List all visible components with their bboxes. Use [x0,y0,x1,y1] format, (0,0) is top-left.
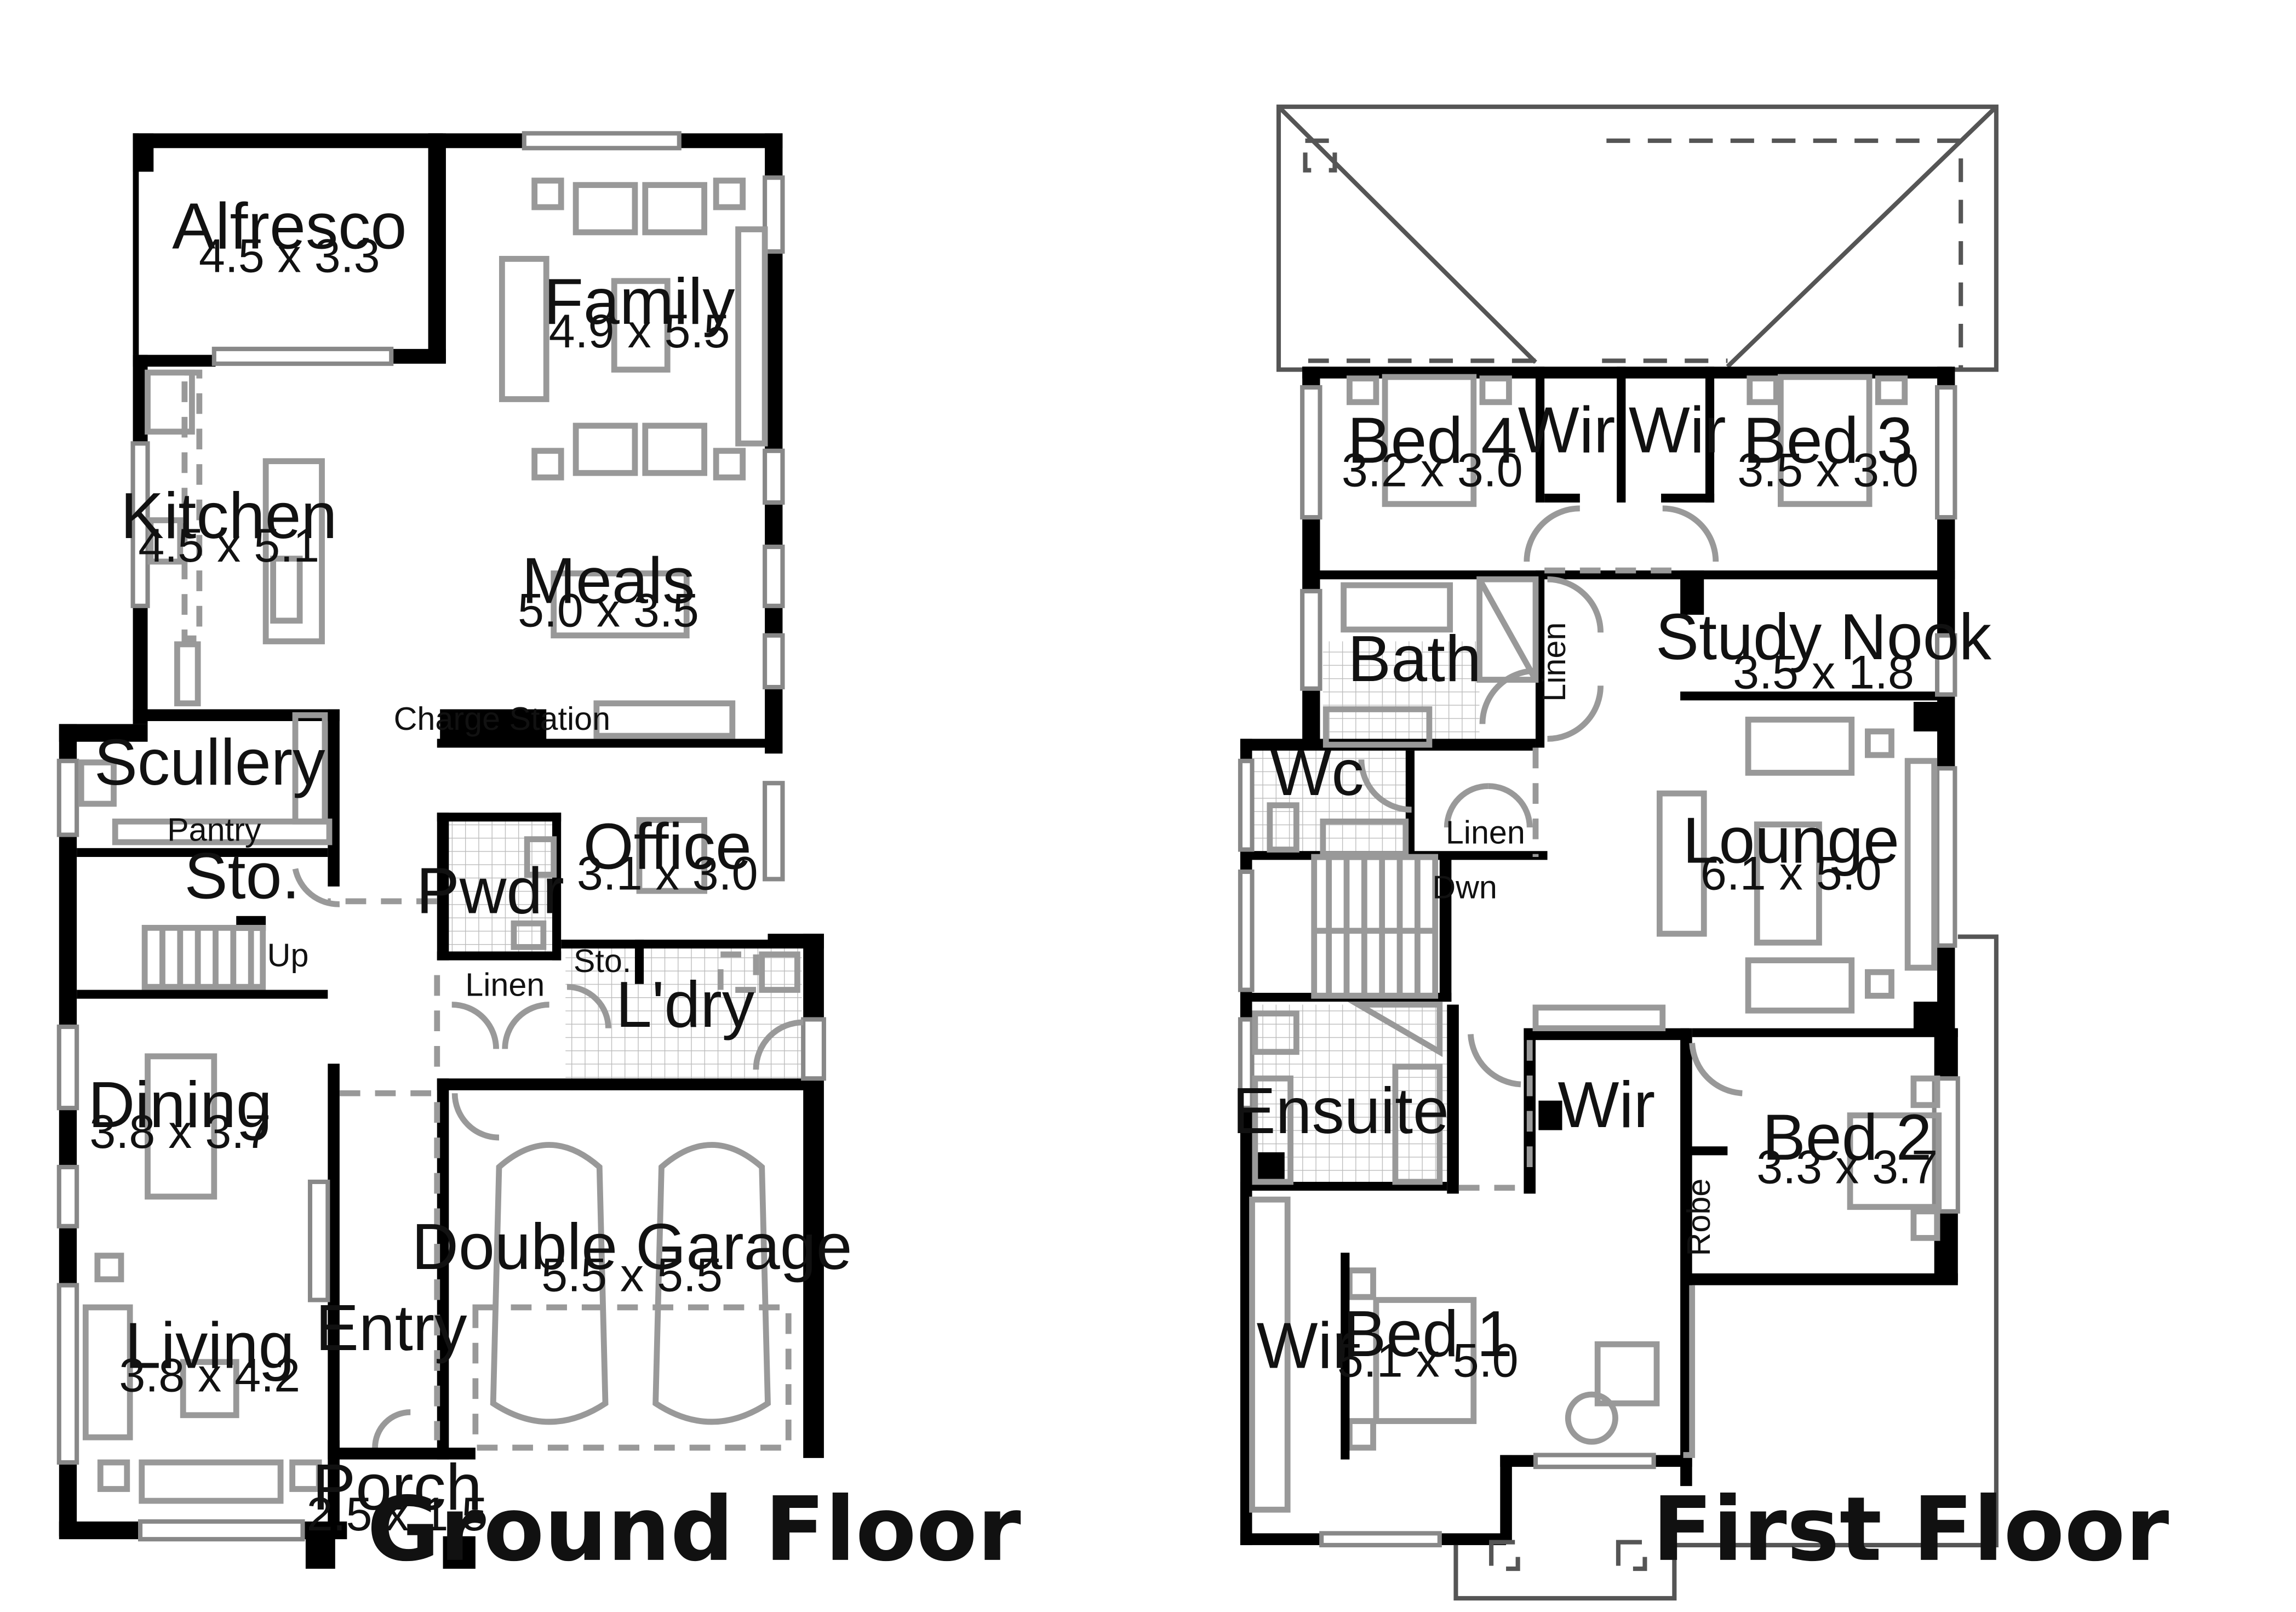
porch-dim: 2.5 x 1.5 [307,1488,488,1541]
wir-ensuite-label: Wir [1558,1069,1655,1141]
bath-label: Bath [1348,623,1481,695]
pantry-label: Pantry [167,811,261,848]
bed4-dim: 3.2 x 3.0 [1342,444,1523,496]
ensuite-label: Ensuite [1232,1075,1449,1147]
linen-wc-label: Linen [1446,814,1525,851]
first-floor-title: First Floor [1652,1478,2169,1581]
living-furniture [82,1253,322,1504]
linen-label: Linen [465,966,545,1003]
bed3-dim: 3.5 x 3.0 [1737,444,1919,496]
wc-label: Wc [1270,737,1364,809]
ground-stairs [141,924,266,990]
sto-label: Sto. [185,840,300,912]
kitchen-label: Kitchen [121,480,337,552]
bed1-dim: 5.1 x 5.0 [1337,1335,1519,1387]
porch-label: Porch [312,1451,482,1524]
meals-label: Meals [522,545,695,617]
up-label: Up [267,936,309,973]
lounge-furniture [1532,716,1938,1032]
dining-dim: 3.8 x 3.7 [89,1106,271,1158]
office-dim: 3.1 x 3.0 [577,847,758,900]
living-dim: 3.8 x 4.2 [119,1350,300,1402]
wir-bed3-label: Wir [1629,395,1726,467]
lounge-dim: 6.1 x 5.0 [1700,847,1882,900]
family-dim: 4.9 x 5.5 [549,305,730,358]
bed3-label: Bed 3 [1743,404,1913,477]
entry-label: Entry [316,1292,467,1364]
wir-bed4-label: Wir [1518,395,1616,467]
alfresco-label: Alfresco [172,191,406,263]
family-label: Family [543,266,735,338]
first-stairs [1311,854,1439,999]
dwn-label: Dwn [1432,868,1497,905]
wir-bed1-label: Wir [1257,1310,1354,1382]
family-furniture [499,178,768,739]
first-floor-plan: Bed 4 3.2 x 3.0 Wir Wir Bed 3 3.5 x 3.0 … [1232,104,2169,1601]
bed1-label: Bed 1 [1343,1298,1513,1370]
bed2-label: Bed 2 [1762,1101,1932,1174]
bed2-dim: 3.3 x 3.7 [1756,1141,1938,1194]
laundry-label: L'dry [616,969,755,1041]
roof-outline [1276,104,1999,372]
double-garage-dim: 5.5 x 5.5 [541,1249,723,1301]
office-label: Office [583,811,752,883]
linen-bath-label: Linen [1536,622,1572,702]
ground-floor-title: Ground Floor [367,1478,1021,1581]
robe-label: Robe [1680,1179,1717,1256]
pwdr-label: Pwdr [416,855,564,927]
alfresco-dim: 4.5 x 3.3 [199,230,380,283]
double-garage-label: Double Garage [411,1211,852,1283]
study-nook-label: Study Nook [1656,601,1992,673]
living-label: Living [125,1310,295,1382]
study-nook-dim: 3.5 x 1.8 [1733,647,1914,699]
sto-laundry-label: Sto. [574,942,631,979]
meals-dim: 5.0 x 3.5 [518,585,699,637]
kitchen-dim: 4.5 x 5.1 [138,519,319,572]
scullery-label: Scullery [94,727,325,799]
bed4-label: Bed 4 [1347,404,1517,477]
garage-cars [472,1142,792,1451]
charge-station-label: Charge Station [394,700,610,737]
lounge-label: Lounge [1682,805,1899,877]
ground-floor-plan: Alfresco 4.5 x 3.3 Family 4.9 x 5.5 Kitc… [56,131,1021,1581]
dining-label: Dining [88,1069,272,1141]
